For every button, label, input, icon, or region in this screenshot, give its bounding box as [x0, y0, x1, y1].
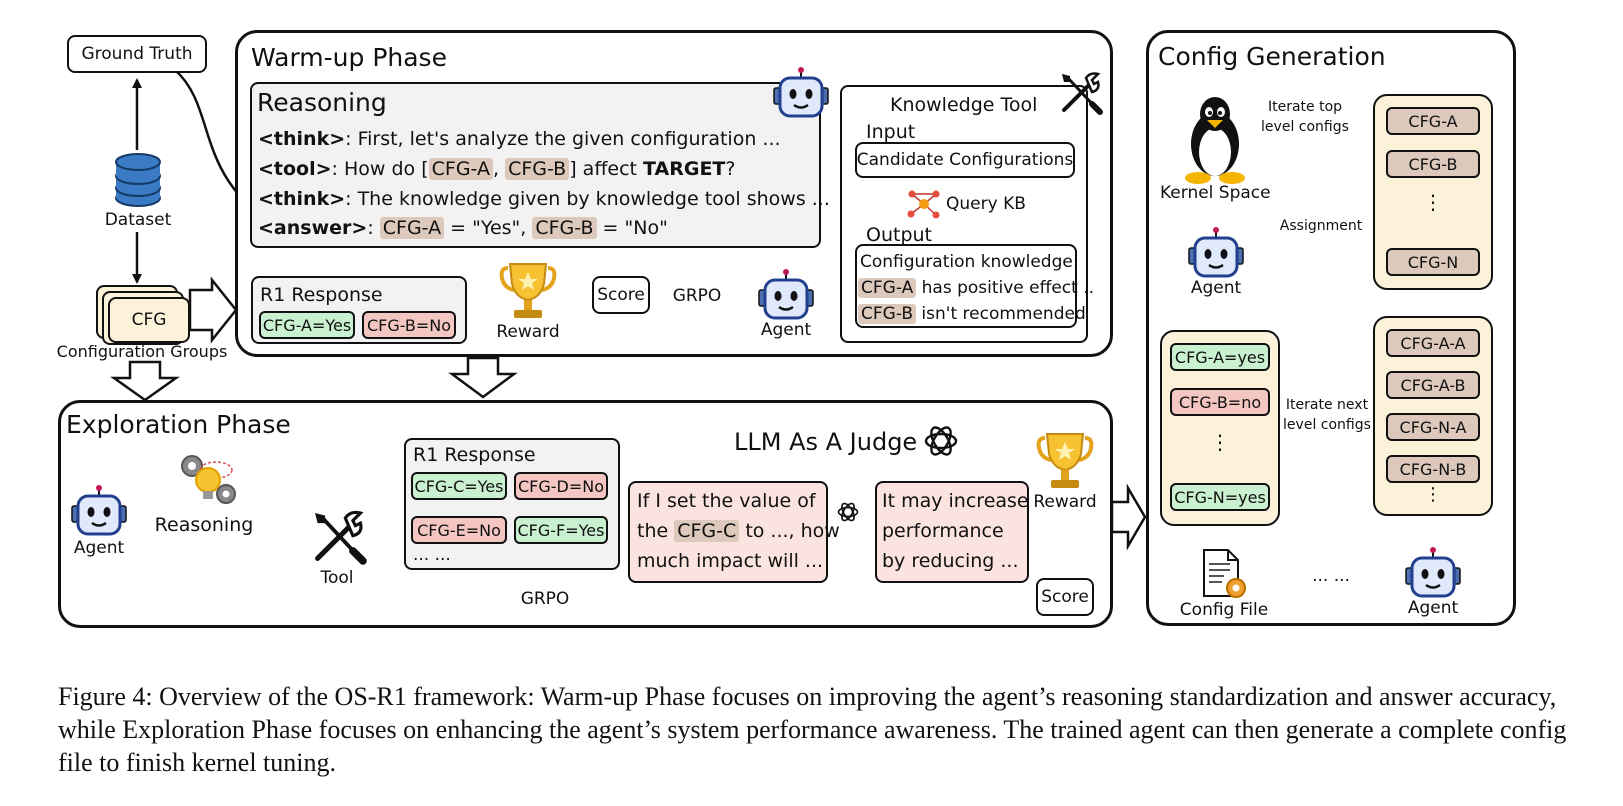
warmup-score-label: Score	[597, 285, 645, 305]
horizontal-dots: ... ...	[1312, 566, 1350, 586]
sub-cfg-n-b: CFG-N-B	[1386, 455, 1480, 483]
top-cfg-b: CFG-B	[1386, 150, 1480, 178]
candidate-configurations-label: Candidate Configurations	[856, 150, 1074, 170]
think-tag-2: <think>	[258, 188, 346, 210]
judge-answer-line-1: It may increase	[882, 490, 1029, 512]
reasoning-line-2: <tool>: How do [CFG-A, CFG-B] affect TAR…	[258, 158, 736, 180]
top-cfg-dots: ⋮	[1423, 190, 1443, 214]
exploration-reasoning-label: Reasoning	[154, 514, 254, 536]
dataset-icon	[115, 153, 161, 207]
sub-cfg-a-b: CFG-A-B	[1386, 371, 1480, 399]
openai-logo-icon	[924, 426, 958, 456]
robot-icon	[1405, 547, 1461, 598]
kt-output-label: Output	[866, 224, 932, 246]
tool-tag: <tool>	[258, 158, 332, 180]
cfg-box: CFG	[108, 297, 190, 343]
llm-judge-title: LLM As A Judge	[734, 428, 918, 456]
kt-input-label: Input	[866, 121, 916, 143]
config-knowledge-line-2: CFG-B isn't recommended	[858, 304, 1086, 324]
judge-question-line-3: much impact will ...	[637, 550, 824, 572]
warmup-r1-cfg-a: CFG-A=Yes	[259, 311, 355, 339]
kernel-space-label: Kernel Space	[1160, 183, 1271, 203]
tux-penguin-icon	[1185, 97, 1245, 184]
final-agent-label: Agent	[1407, 598, 1459, 618]
sub-cfg-dots: ⋮	[1424, 484, 1442, 505]
judge-answer-line-2: performance	[882, 520, 1004, 542]
assigned-cfg-a-yes: CFG-A=yes	[1170, 343, 1270, 371]
reasoning-line-4: <answer>: CFG-A = "Yes", CFG-B = "No"	[258, 217, 668, 239]
exploration-reward-label: Reward	[1033, 492, 1097, 512]
dataset-label: Dataset	[104, 210, 172, 230]
top-cfg-n: CFG-N	[1386, 248, 1480, 276]
assignment-label: Assignment	[1279, 218, 1363, 234]
iterate-top-label: Iterate top level configs	[1261, 99, 1349, 135]
lightbulb-gear-icon	[181, 455, 236, 504]
sub-cfg-a-a: CFG-A-A	[1386, 329, 1480, 357]
warmup-title: Warm-up Phase	[251, 43, 447, 72]
think-tag-1: <think>	[258, 128, 346, 150]
judge-question-line-2: the CFG-C to ..., how	[637, 520, 840, 542]
judge-answer-line-3: by reducing ...	[882, 550, 1019, 572]
openai-logo-icon	[837, 502, 859, 522]
top-cfg-a: CFG-A	[1386, 107, 1480, 135]
judge-question-line-1: If I set the value of	[637, 490, 816, 512]
config-generation-title: Config Generation	[1158, 42, 1386, 71]
wrench-screwdriver-icon	[1062, 72, 1103, 115]
warmup-reward-label: Reward	[496, 322, 560, 342]
exploration-score-label: Score	[1041, 587, 1089, 607]
exploration-cfg-e: CFG-E=No	[411, 516, 507, 544]
config-file-label: Config File	[1179, 600, 1269, 620]
exploration-agent-label: Agent	[73, 538, 125, 558]
assigned-cfg-n-yes: CFG-N=yes	[1170, 483, 1270, 511]
warmup-grpo-label: GRPO	[672, 286, 722, 306]
config-knowledge-title: Configuration knowledge:	[860, 252, 1079, 272]
sub-cfg-n-a: CFG-N-A	[1386, 413, 1480, 441]
exploration-grpo-label: GRPO	[520, 589, 570, 609]
robot-icon	[71, 485, 127, 536]
exploration-cfg-d: CFG-D=No	[514, 472, 608, 500]
reasoning-title: Reasoning	[257, 88, 387, 117]
warmup-r1-title: R1 Response	[260, 284, 383, 306]
judge-answer-box	[875, 481, 1029, 583]
ground-truth-label: Ground Truth	[81, 44, 193, 64]
warmup-score-box: Score	[592, 276, 650, 314]
robot-icon	[773, 67, 829, 118]
exploration-r1-ellipsis: ... ...	[413, 545, 451, 565]
exploration-r1-response-box	[404, 438, 620, 570]
figure-caption: Figure 4: Overview of the OS-R1 framewor…	[58, 682, 1567, 777]
warmup-agent-label: Agent	[760, 320, 812, 340]
wrench-screwdriver-icon	[315, 510, 367, 565]
config-knowledge-line-1: CFG-A has positive effect ..	[858, 278, 1094, 298]
reasoning-line-3: <think>: The knowledge given by knowledg…	[258, 188, 830, 210]
query-kb-label: Query KB	[946, 194, 1026, 214]
exploration-cfg-f: CFG-F=Yes	[514, 516, 608, 544]
assigned-cfg-b-no: CFG-B=no	[1170, 388, 1270, 416]
reasoning-line-1: <think>: First, let's analyze the given …	[258, 128, 781, 150]
trophy-icon	[499, 263, 557, 318]
answer-tag: <answer>	[258, 217, 368, 239]
configuration-groups-label: Configuration Groups	[56, 342, 228, 361]
cfg-label: CFG	[131, 310, 167, 330]
warmup-r1-cfg-b: CFG-B=No	[362, 311, 456, 339]
exploration-tool-label: Tool	[320, 568, 354, 588]
exploration-cfg-c: CFG-C=Yes	[411, 472, 507, 500]
robot-icon	[1188, 227, 1244, 278]
exploration-score-box: Score	[1036, 578, 1094, 616]
assigned-cfg-dots: ⋮	[1210, 430, 1230, 454]
exploration-title: Exploration Phase	[66, 410, 291, 439]
knowledge-tool-title: Knowledge Tool	[890, 94, 1038, 116]
iterate-next-label: Iterate next level configs	[1283, 397, 1371, 433]
config-file-icon	[1203, 549, 1246, 598]
knowledge-graph-icon	[907, 190, 940, 219]
robot-icon	[758, 269, 814, 320]
ground-truth-box: Ground Truth	[67, 35, 207, 73]
config-gen-agent-label: Agent	[1190, 278, 1242, 298]
candidate-configurations-box: Candidate Configurations	[855, 142, 1075, 178]
exploration-r1-title: R1 Response	[413, 444, 536, 466]
trophy-icon	[1036, 433, 1094, 488]
